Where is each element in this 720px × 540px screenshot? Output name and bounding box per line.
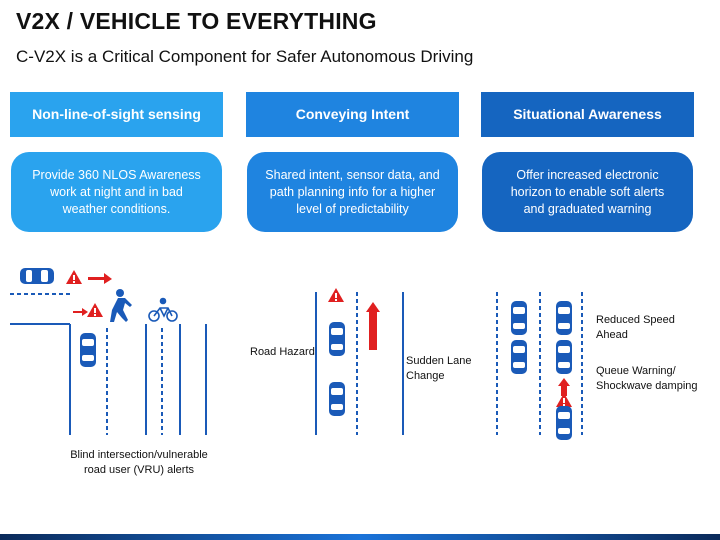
lane-change-arrow-icon (366, 302, 380, 350)
column-header: Non-line-of-sight sensing (10, 92, 223, 137)
label-queue-warning: Queue Warning/ Shockwave damping (596, 365, 698, 392)
scene-road-hazard (315, 288, 404, 435)
car-icon (329, 382, 345, 416)
car-icon (556, 340, 572, 374)
label-sudden-lane-change: Sudden Lane Change (406, 355, 472, 382)
car-icon (556, 406, 572, 440)
column-header: Conveying Intent (246, 92, 459, 137)
warning-icon (328, 288, 344, 302)
warning-icon (66, 270, 82, 284)
column-awareness: Situational Awareness Offer increased el… (481, 92, 694, 232)
road-scenes (10, 268, 583, 440)
arrow-icon (558, 378, 570, 396)
car-icon (80, 333, 96, 367)
footer-bar (0, 534, 720, 540)
warning-icon (556, 393, 572, 407)
label-blind-intersection: Blind intersection/vulnerable road user … (70, 449, 208, 476)
column-intent: Conveying Intent Shared intent, sensor d… (246, 92, 459, 232)
column-nlos: Non-line-of-sight sensing Provide 360 NL… (10, 92, 223, 232)
bicycle-icon (148, 297, 178, 322)
car-icon (511, 340, 527, 374)
warning-icon (87, 303, 103, 317)
label-road-hazard: Road Hazard (250, 346, 315, 358)
column-header: Situational Awareness (481, 92, 694, 137)
scene-blind-intersection (10, 268, 207, 435)
scene-queue-warning (496, 292, 583, 440)
car-icon (511, 301, 527, 335)
column-body: Provide 360 NLOS Awareness work at night… (11, 152, 222, 232)
arrow-icon (88, 273, 112, 284)
car-icon (556, 301, 572, 335)
page-subtitle: C-V2X is a Critical Component for Safer … (16, 47, 474, 66)
pedestrian-icon (110, 289, 132, 322)
car-icon (20, 268, 54, 284)
label-reduced-speed: Reduced Speed Ahead (596, 314, 675, 341)
column-body: Offer increased electronic horizon to en… (482, 152, 693, 232)
page-title: V2X / VEHICLE TO EVERYTHING (16, 8, 377, 34)
arrow-icon (73, 308, 88, 316)
column-body: Shared intent, sensor data, and path pla… (247, 152, 458, 232)
car-icon (329, 322, 345, 356)
